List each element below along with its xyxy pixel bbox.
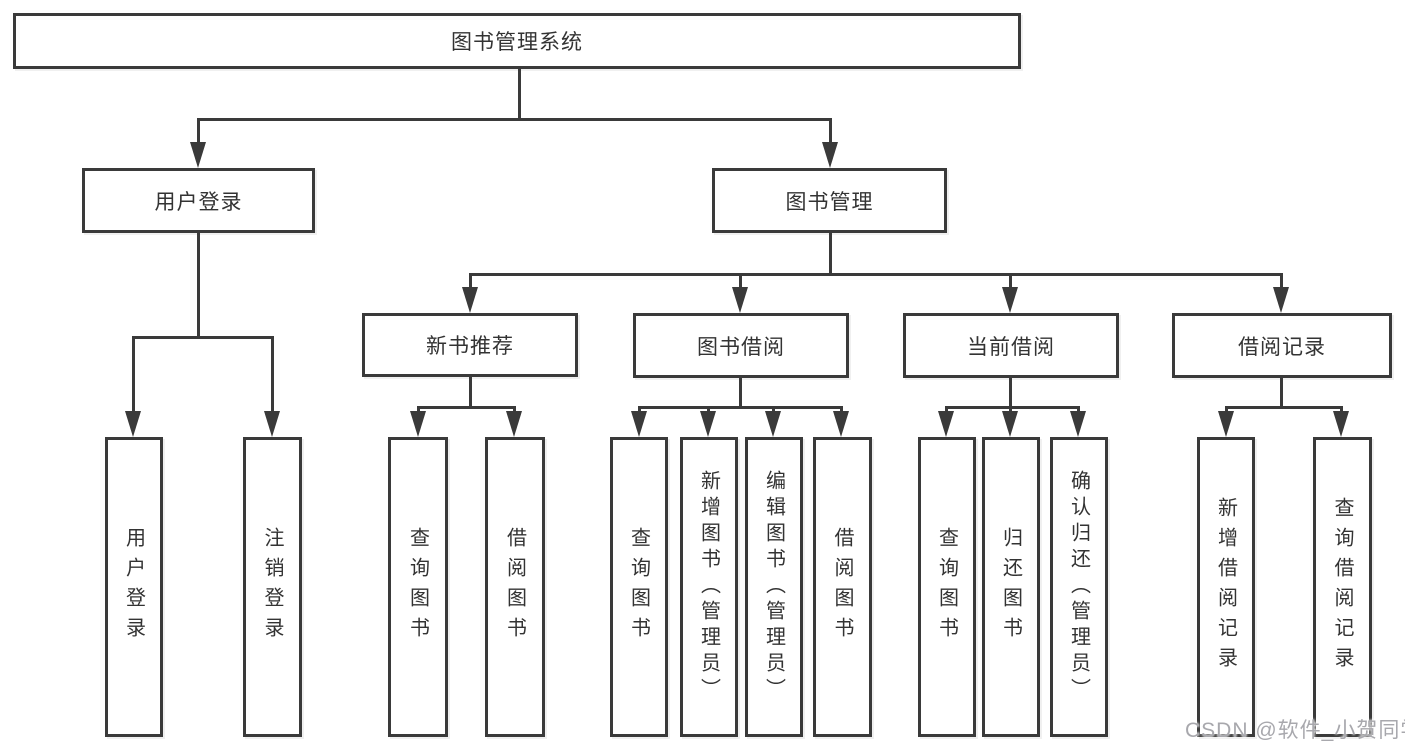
connector-user-login-stem <box>197 233 200 336</box>
node-new-book-recommend: 新书推荐 <box>362 313 578 377</box>
connector-stem-leaf-logout <box>271 336 274 414</box>
connector-user-login-bar <box>132 336 274 339</box>
arrow-to-nbr-borrow <box>506 411 522 437</box>
connector-stem-book-borrow <box>739 273 742 291</box>
node-user-login: 用户登录 <box>82 168 315 233</box>
connector-level3-bar <box>469 273 1283 276</box>
arrow-to-book-management <box>822 142 838 168</box>
arrow-to-cb-query <box>938 411 954 437</box>
connector-stem-user-login <box>197 118 200 148</box>
leaf-logout: 注销登录 <box>243 437 302 737</box>
arrow-to-bb-borrow <box>833 411 849 437</box>
node-root: 图书管理系统 <box>13 13 1021 69</box>
connector-stem-borrow-record <box>1280 273 1283 291</box>
leaf-bb-borrow-book: 借阅图书 <box>813 437 872 737</box>
connector-stem-leaf-user-login <box>132 336 135 414</box>
arrow-to-book-borrow <box>732 287 748 313</box>
connector-nbr-bar <box>417 406 516 409</box>
watermark: CSDN @软件_小贺同学 <box>1185 719 1405 742</box>
leaf-cb-confirm-return-admin: 确认归还（管理员） <box>1050 437 1108 737</box>
leaf-bb-query-book: 查询图书 <box>610 437 668 737</box>
node-borrow-record: 借阅记录 <box>1172 313 1392 378</box>
arrow-to-leaf-logout <box>264 411 280 437</box>
node-book-management: 图书管理 <box>712 168 947 233</box>
arrow-to-br-query <box>1333 411 1349 437</box>
connector-br-bar <box>1225 406 1343 409</box>
arrow-to-bb-edit <box>765 411 781 437</box>
connector-stem-current-borrow <box>1009 273 1012 291</box>
connector-cb-bar <box>945 406 1080 409</box>
node-current-borrow: 当前借阅 <box>903 313 1119 378</box>
arrow-to-br-add <box>1218 411 1234 437</box>
connector-bb-bar <box>638 406 843 409</box>
arrow-to-leaf-user-login <box>125 411 141 437</box>
leaf-user-login: 用户登录 <box>105 437 163 737</box>
connector-level2-bar <box>197 118 831 121</box>
leaf-nbr-borrow-book: 借阅图书 <box>485 437 545 737</box>
arrow-to-cb-return <box>1002 411 1018 437</box>
node-book-borrow: 图书借阅 <box>633 313 849 378</box>
connector-stem-new-book-recommend <box>469 273 472 291</box>
arrow-to-user-login <box>190 142 206 168</box>
leaf-bb-edit-book-admin: 编辑图书（管理员） <box>745 437 803 737</box>
arrow-to-bb-add <box>700 411 716 437</box>
leaf-br-query-record: 查询借阅记录 <box>1313 437 1372 737</box>
leaf-nbr-query-book: 查询图书 <box>388 437 448 737</box>
arrow-to-current-borrow <box>1002 287 1018 313</box>
arrow-to-bb-query <box>631 411 647 437</box>
arrow-to-nbr-query <box>410 411 426 437</box>
connector-stem-book-management <box>829 118 832 148</box>
arrow-to-cb-confirm <box>1070 411 1086 437</box>
leaf-cb-query-book: 查询图书 <box>918 437 976 737</box>
connector-nbr-stem <box>469 377 472 409</box>
leaf-cb-return-book: 归还图书 <box>982 437 1040 737</box>
connector-root-stem <box>518 69 521 120</box>
connector-bb-stem <box>739 378 742 409</box>
leaf-bb-add-book-admin: 新增图书（管理员） <box>680 437 738 737</box>
connector-book-management-stem <box>829 233 832 273</box>
connector-cb-stem <box>1009 378 1012 409</box>
arrow-to-borrow-record <box>1273 287 1289 313</box>
arrow-to-new-book-recommend <box>462 287 478 313</box>
connector-br-stem <box>1280 378 1283 409</box>
leaf-br-add-record: 新增借阅记录 <box>1197 437 1255 737</box>
